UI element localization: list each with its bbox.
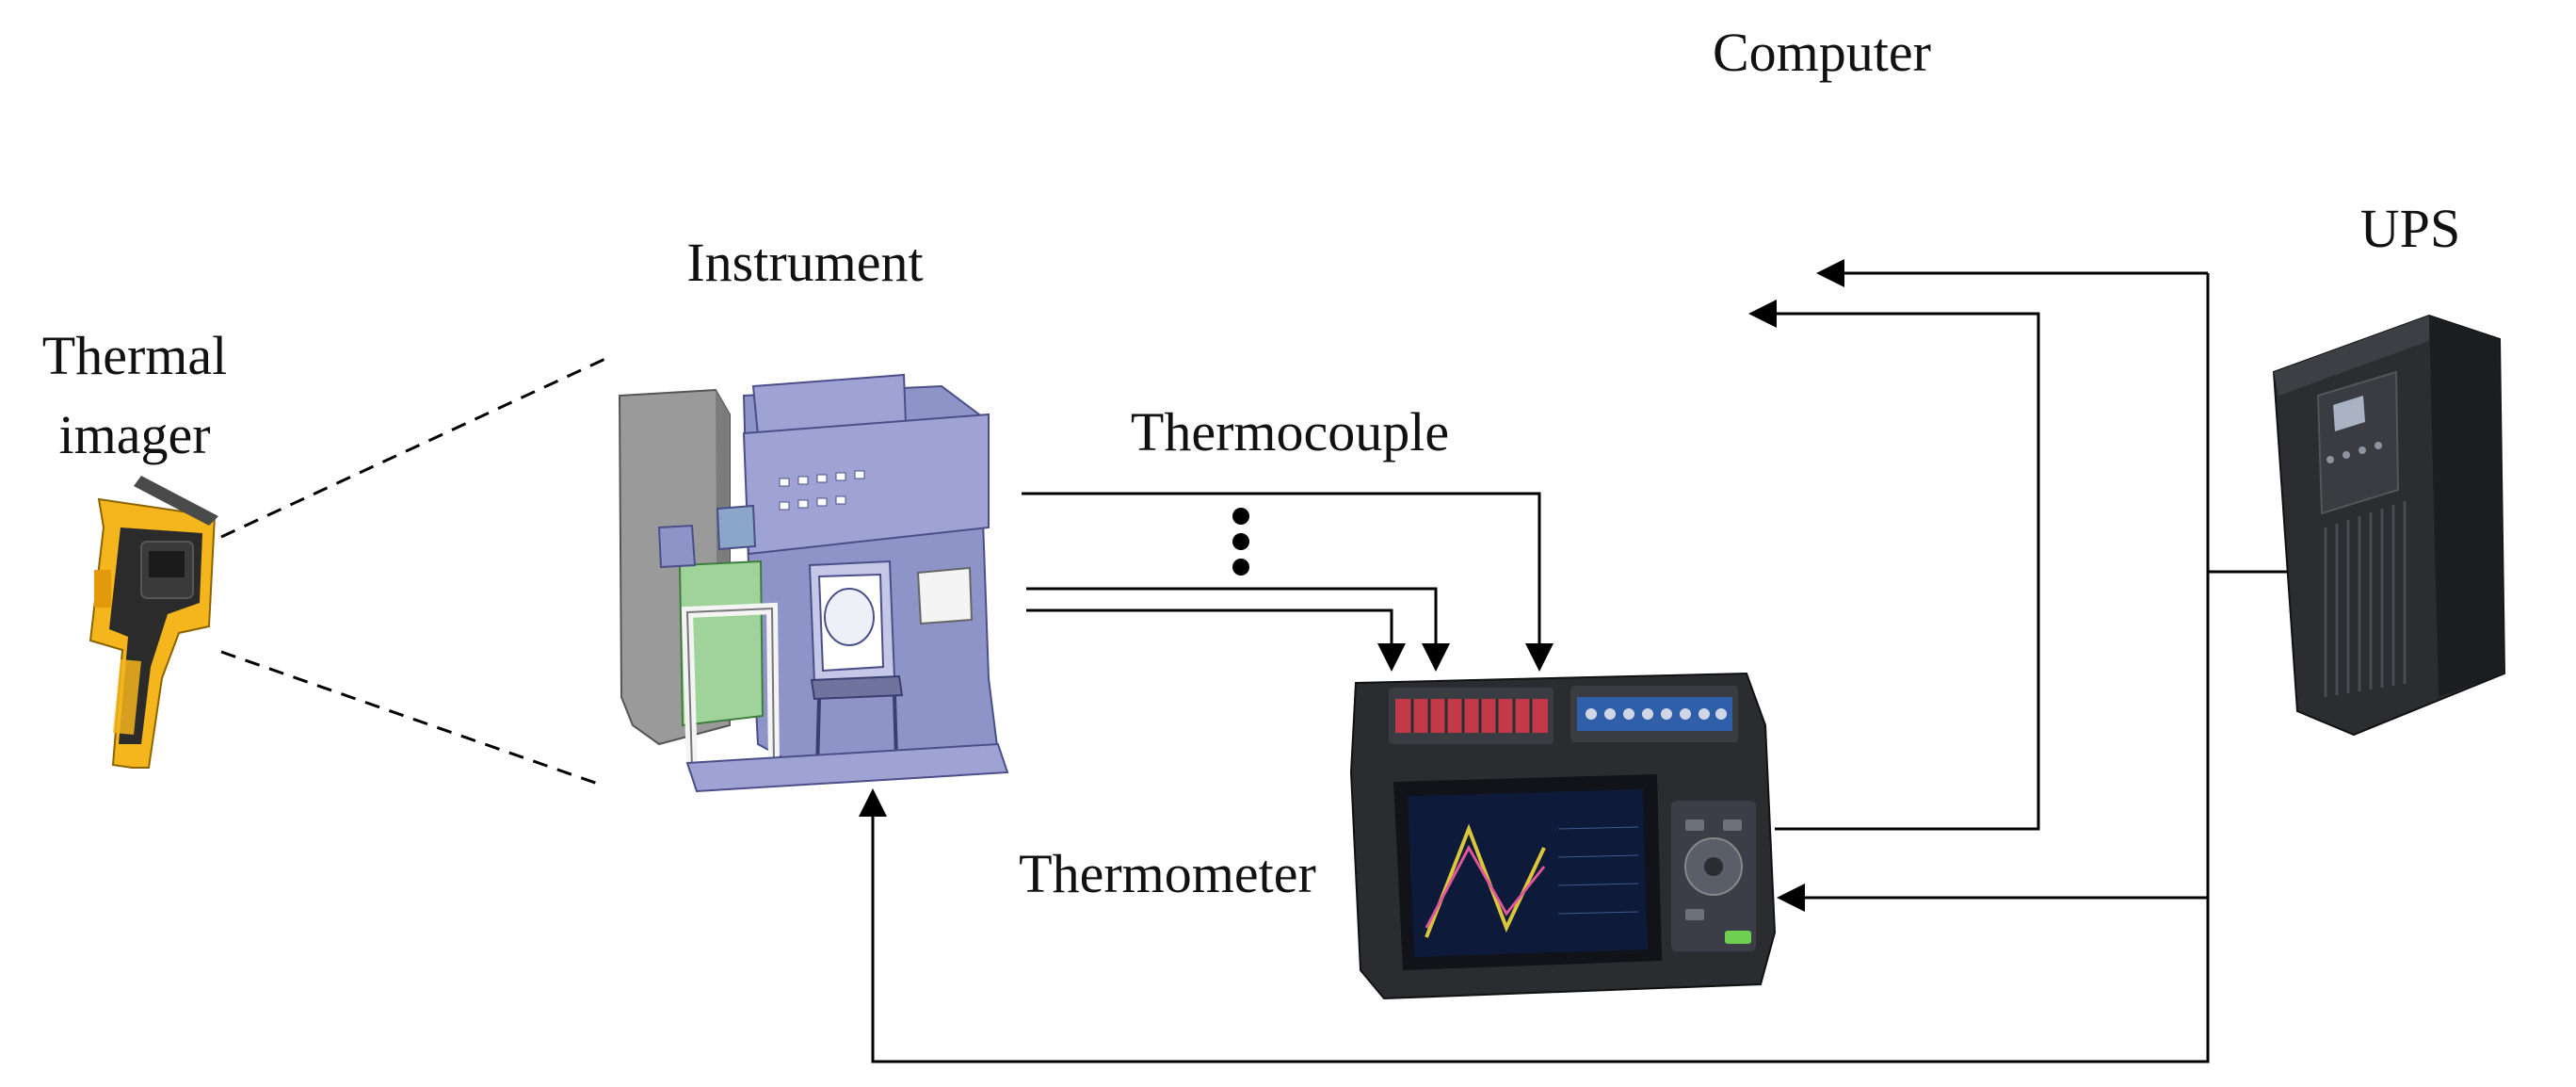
- computer-label: Computer: [1713, 22, 1931, 83]
- ups-tower-icon: [2272, 314, 2506, 737]
- thermocouple-wire-3: [1026, 608, 1406, 672]
- instrument-label: Instrument: [686, 232, 923, 293]
- instrument-apparatus-icon: [618, 373, 1009, 793]
- ups-label: UPS: [2360, 198, 2460, 259]
- thermal-imager-icon: [89, 476, 218, 769]
- data-logger-thermometer-icon: [1349, 672, 1777, 1000]
- imager-fov-lower-line: [220, 650, 599, 786]
- thermal-imager-label-line1: Thermal: [42, 325, 227, 386]
- data-to-computer-line: [1748, 300, 2040, 831]
- thermocouple-label: Thermocouple: [1131, 401, 1449, 462]
- imager-fov-upper-line: [220, 356, 608, 539]
- thermometer-label: Thermometer: [1019, 843, 1316, 904]
- thermocouple-ellipsis: [1232, 508, 1249, 576]
- connection-lines: [220, 259, 2297, 1063]
- power-to-instrument-line: [859, 273, 2210, 1063]
- thermal-imager-label-line2: imager: [58, 404, 210, 465]
- thermocouple-wire-1: [1022, 492, 1554, 672]
- thermocouple-wire-2: [1026, 587, 1450, 672]
